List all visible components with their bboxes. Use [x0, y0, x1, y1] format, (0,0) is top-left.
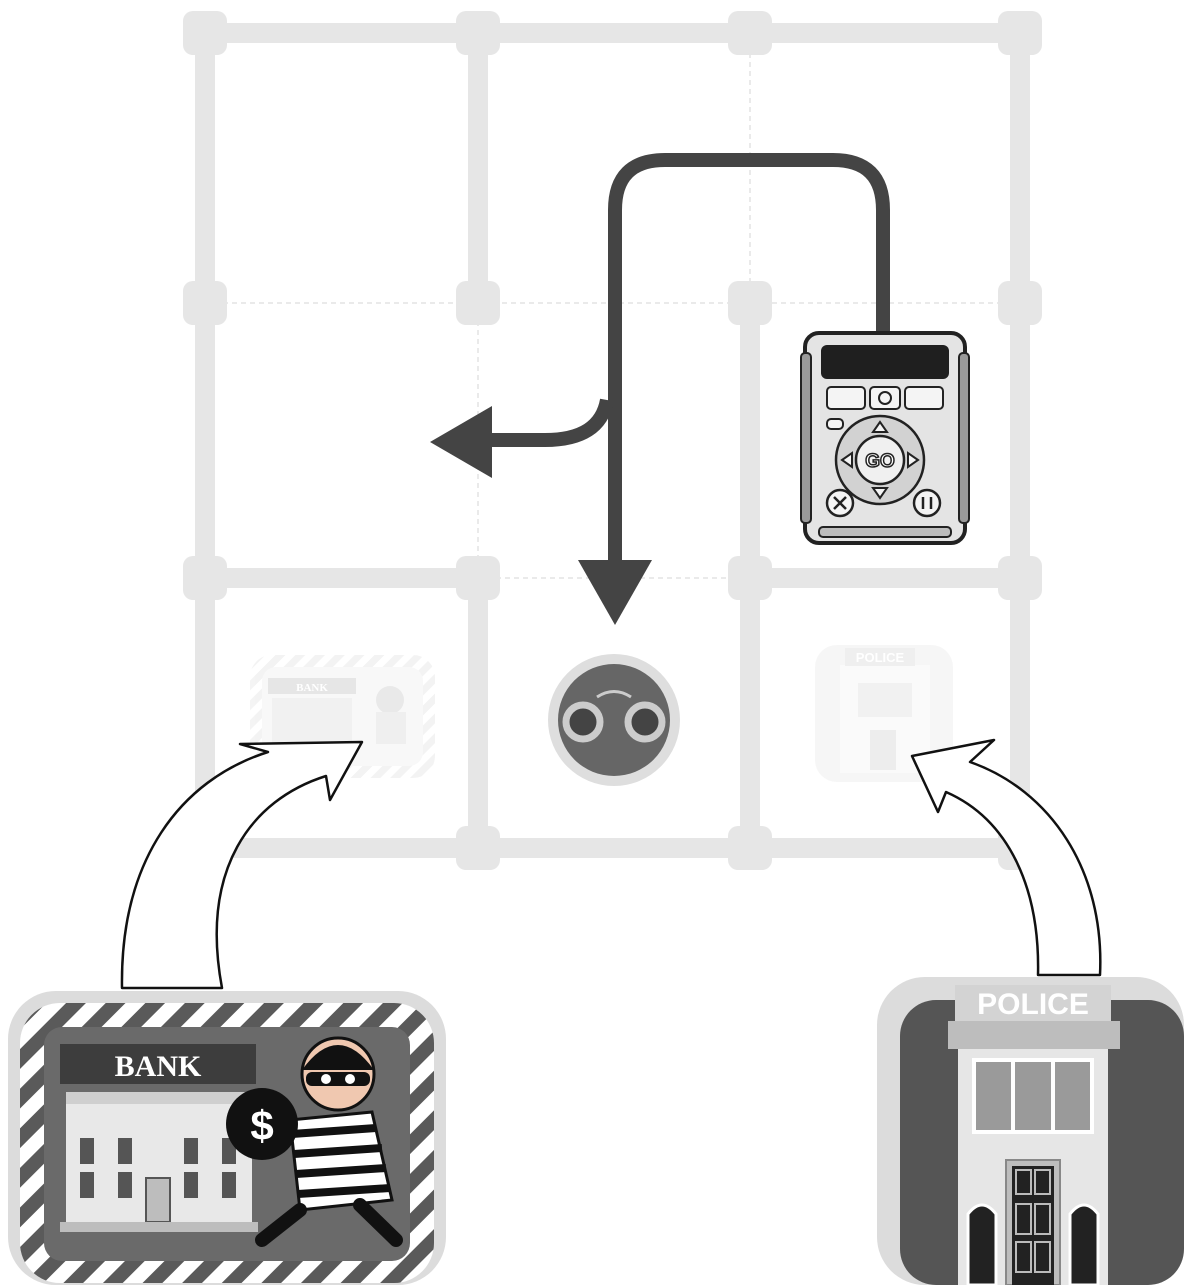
grid-police-label: POLICE: [856, 650, 905, 665]
bank-placement-arrow: [120, 740, 364, 990]
handcuffs-icon: [548, 654, 680, 786]
code-robot-icon: GO: [800, 331, 970, 545]
police-station-icon: POLICE: [877, 977, 1184, 1285]
money-bag-symbol: $: [250, 1102, 273, 1149]
robot-go-label: GO: [865, 451, 895, 472]
grid-bank-label: BANK: [296, 682, 328, 694]
left-arrow-head-icon: [430, 406, 492, 478]
path-branch-line: [480, 398, 614, 447]
down-arrow-head-icon: [578, 560, 652, 625]
bank-robber-icon: BANK $: [8, 991, 446, 1285]
bank-card-label: BANK: [115, 1050, 202, 1083]
path-main-line: [608, 153, 890, 580]
police-card-label: POLICE: [977, 988, 1089, 1021]
robot-path: [480, 153, 890, 580]
grid-police-tile: POLICE: [815, 645, 953, 782]
police-placement-arrow: [910, 738, 1102, 977]
